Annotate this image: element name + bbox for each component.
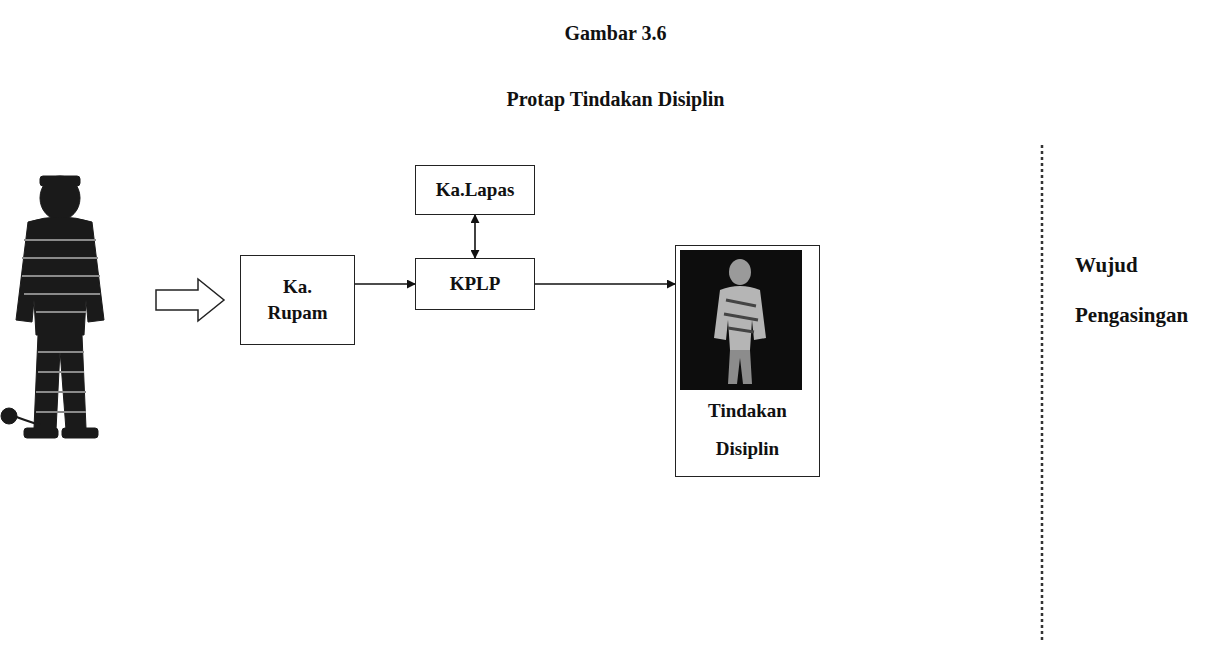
- node-text: Ka.Lapas: [436, 177, 515, 203]
- process-box: KPLP: [415, 258, 535, 310]
- hollow-arrow: [156, 279, 224, 321]
- node-text: Ka. Rupam: [260, 274, 335, 325]
- node-text: Tindakan Disiplin: [693, 392, 803, 468]
- arrow-connector: [474, 215, 476, 258]
- prisoner-figure: [1, 176, 104, 438]
- process-box: Ka.Lapas: [415, 165, 535, 215]
- node-text: KPLP: [450, 271, 501, 297]
- arrow-connector: [535, 283, 675, 285]
- dashed-divider: [1041, 145, 1044, 640]
- action-box: Tindakan Disiplin: [675, 245, 820, 477]
- arrow-connector: [355, 283, 415, 285]
- prisoner-photo: [680, 250, 802, 390]
- figure-subtitle: Protap Tindakan Disiplin: [0, 88, 1231, 111]
- process-box: Ka. Rupam: [240, 255, 355, 345]
- side-label: Wujud Pengasingan: [1075, 240, 1225, 340]
- figure-title: Gambar 3.6: [0, 22, 1231, 45]
